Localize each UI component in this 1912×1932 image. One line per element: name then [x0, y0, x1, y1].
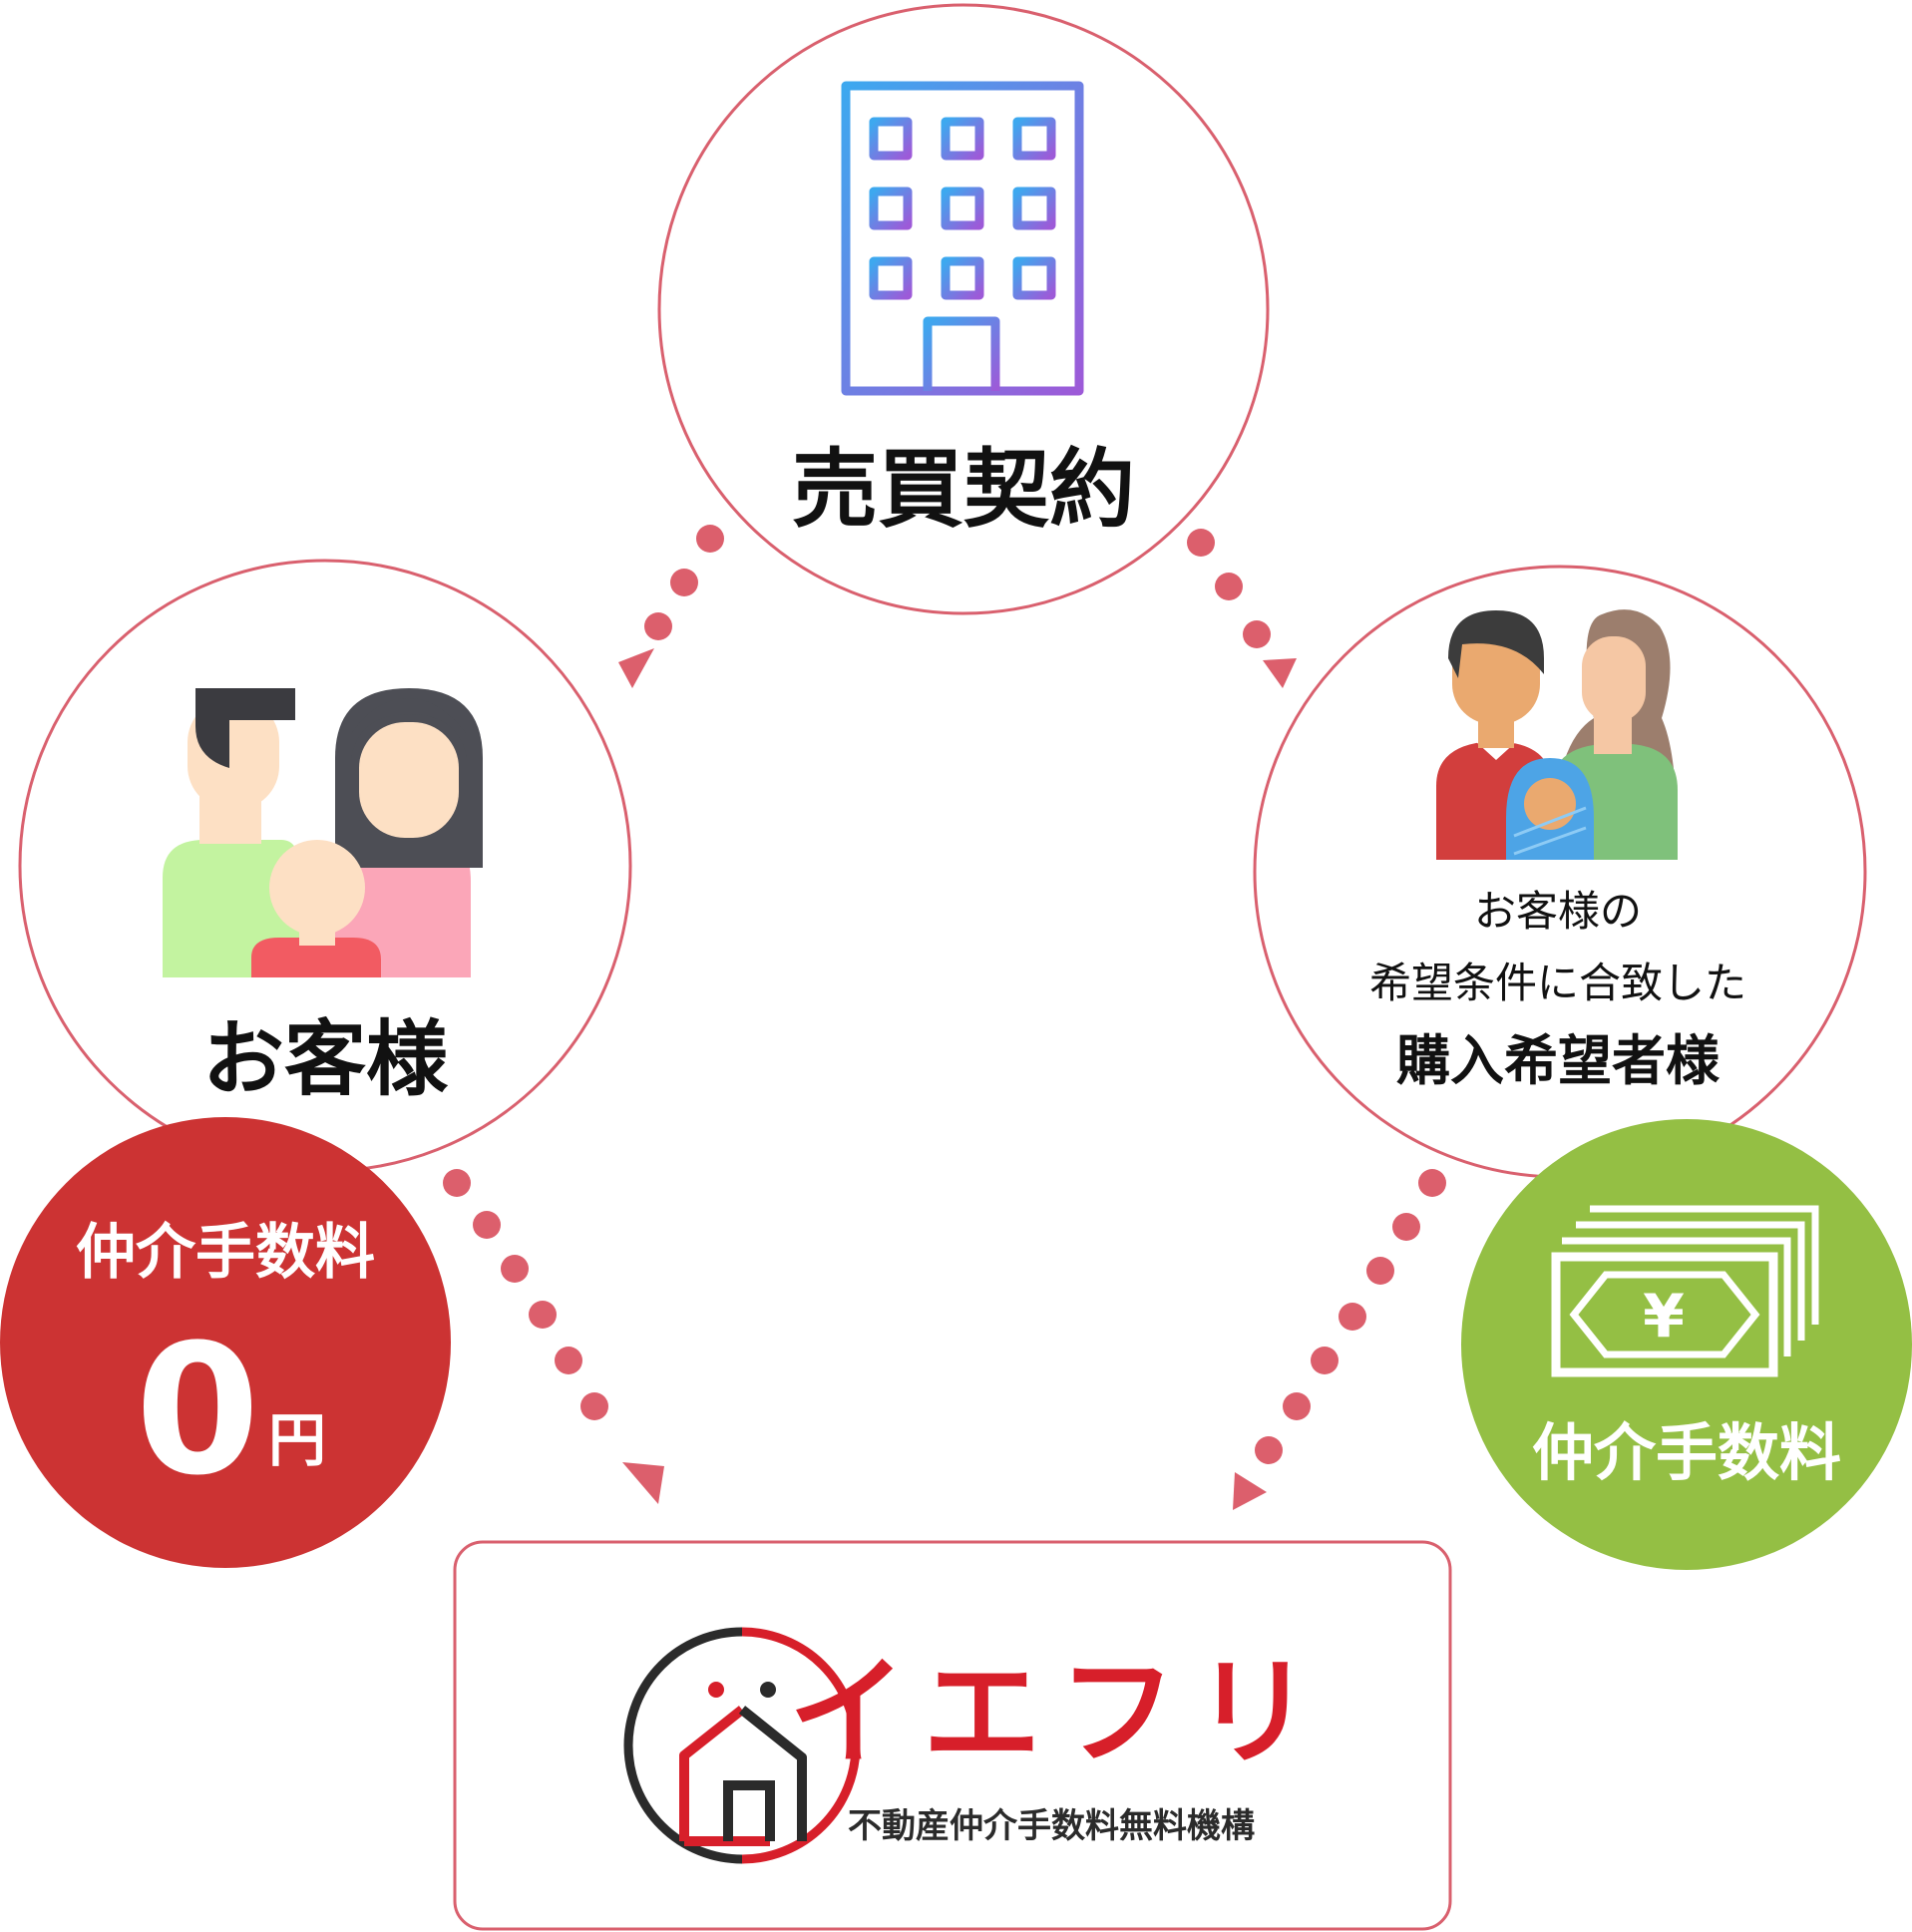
- arrow-contract-to-buyer: [1187, 529, 1297, 688]
- arrow-buyer-to-brand: [1233, 1169, 1446, 1510]
- family-with-baby-icon: [1436, 609, 1678, 860]
- customer-node: お客様: [18, 559, 632, 1173]
- customer-fee-amount: 0: [135, 1307, 259, 1515]
- house-logo-icon: [623, 1627, 861, 1864]
- customer-fee-unit: 円: [268, 1406, 326, 1474]
- buyer-fee-label: 仲介手数料: [1532, 1416, 1841, 1489]
- contract-node: 売買契約: [657, 3, 1270, 615]
- arrow-customer-to-brand: [443, 1169, 664, 1504]
- family-icon: [163, 688, 483, 977]
- contract-circle: [657, 3, 1270, 615]
- buyer-line3: 購入希望者様: [1396, 1029, 1721, 1092]
- customer-label: お客様: [202, 1012, 449, 1107]
- buyer-node: お客様の 希望条件に合致した 購入希望者様: [1253, 565, 1867, 1179]
- arrow-contract-to-customer: [618, 525, 724, 688]
- buyer-line2: 希望条件に合致した: [1369, 959, 1746, 1007]
- buyer-fee-badge: ¥ 仲介手数料: [1461, 1119, 1912, 1570]
- yen-symbol: ¥: [1643, 1282, 1685, 1352]
- brand-box: イエフリ 不動産仲介手数料無料機構: [453, 1540, 1452, 1931]
- customer-fee-label: 仲介手数料: [76, 1218, 375, 1288]
- buyer-fee-circle: [1461, 1119, 1912, 1570]
- contract-label: 売買契約: [792, 440, 1135, 540]
- building-icon: [817, 81, 1108, 396]
- customer-fee-circle: [0, 1117, 451, 1568]
- brand-name: イエフリ: [789, 1644, 1331, 1781]
- yen-banknotes-icon: [1551, 1205, 1819, 1377]
- customer-fee-badge: 仲介手数料 0 円: [0, 1117, 451, 1568]
- brand-tagline: 不動産仲介手数料無料機構: [848, 1806, 1255, 1846]
- buyer-line1: お客様の: [1474, 887, 1642, 936]
